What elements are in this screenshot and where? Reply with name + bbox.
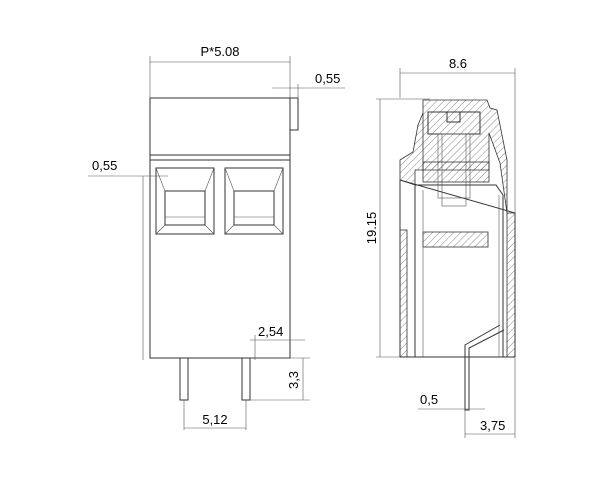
side-pin xyxy=(464,324,505,411)
pin-length-dimension: 3,3 xyxy=(286,371,301,389)
front-view: P*5.08 0,55 0,55 2,54 3,3 5,12 xyxy=(88,44,345,430)
pin-1 xyxy=(179,357,189,401)
wire-entry-1 xyxy=(155,167,215,235)
front-body xyxy=(149,97,291,359)
pin-offset-dimension: 3,75 xyxy=(480,418,505,433)
side-tab xyxy=(289,97,299,131)
pin-2 xyxy=(241,357,251,401)
wire-entry-2 xyxy=(224,167,284,235)
left-offset-dimension: 0,55 xyxy=(92,158,117,173)
side-view: 8.6 19.15 0,5 3,75 xyxy=(364,56,516,438)
pin-thickness-dimension: 0,5 xyxy=(420,392,438,407)
clamp-bar xyxy=(422,231,489,248)
height-dimension: 19.15 xyxy=(364,212,379,245)
pin-offset-dimension: 2,54 xyxy=(258,324,283,339)
pitch-dimension: P*5.08 xyxy=(200,44,239,59)
width-dimension: 8.6 xyxy=(449,56,467,71)
pin-spacing-dimension: 5,12 xyxy=(202,412,227,427)
tab-width-dimension: 0,55 xyxy=(315,71,340,86)
